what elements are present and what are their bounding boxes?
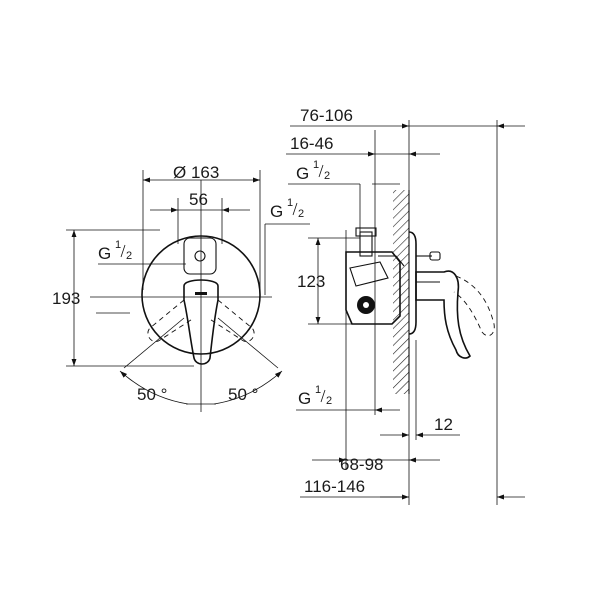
svg-text:G: G [298,389,311,408]
concealed-body [345,251,401,325]
label-angle-left: 50 ° [137,385,167,404]
top-connector [359,231,373,257]
side-view: 76-106 16-46 G 1 2 123 G 1 2 [286,106,525,505]
label-height-193: 193 [52,289,80,308]
lever-handle-side [415,270,472,359]
label-g-half-top: G 1 2 [296,159,330,183]
label-angle-right: 50 ° [228,385,258,404]
lever-swing-left [147,299,195,342]
label-width-56: 56 [189,190,208,209]
label-g-half-right: G 1 2 [270,197,304,221]
svg-text:2: 2 [324,170,330,182]
wall-section [393,190,409,394]
svg-text:2: 2 [298,208,304,220]
label-16-46: 16-46 [290,134,333,153]
svg-text:1: 1 [115,239,121,251]
svg-text:2: 2 [326,395,332,407]
svg-text:1: 1 [313,159,319,171]
label-68-98: 68-98 [340,455,383,474]
diverter-knob [183,237,217,275]
diverter-stem [429,251,441,261]
label-116-146: 116-146 [304,477,365,496]
svg-text:G: G [98,244,111,263]
arc-angle-right [213,370,283,405]
svg-text:G: G [296,164,309,183]
front-view: Ø 163 56 G 1 2 G 1 2 193 [52,163,310,412]
label-76-106: 76-106 [300,106,353,125]
lever-handle [183,279,219,365]
lever-swing-side [453,275,495,337]
svg-text:1: 1 [315,384,321,396]
svg-text:2: 2 [126,250,132,262]
label-diameter: Ø 163 [173,163,219,182]
arc-angle-left [119,370,189,405]
label-123: 123 [297,272,325,291]
label-12: 12 [434,415,453,434]
svg-text:G: G [270,202,283,221]
label-g-half-bottom: G 1 2 [298,384,332,408]
plate-edge [408,231,417,335]
label-g-half-left: G 1 2 [98,239,132,263]
diverter-knob-center [194,250,206,262]
lever-swing-right [207,299,255,342]
svg-text:1: 1 [287,197,293,209]
